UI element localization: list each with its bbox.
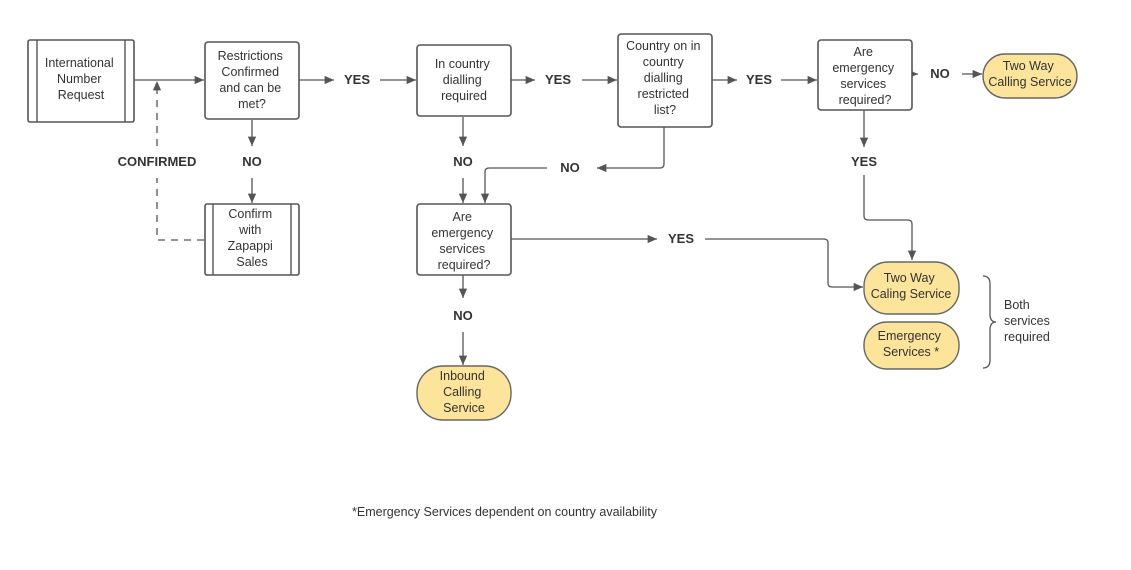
terminal-emergency-services: Emergency Services * bbox=[863, 321, 960, 370]
node-international-request: International Number Request bbox=[27, 39, 135, 123]
svg-text:Country on in country: Country on in country dialling restricte… bbox=[626, 39, 704, 117]
node-text-line: with bbox=[238, 223, 261, 237]
label-confirmed: CONFIRMED bbox=[118, 154, 197, 169]
node-text-line: required? bbox=[839, 93, 892, 107]
label-no-in-country: NO bbox=[453, 154, 473, 169]
edge-no-to-emergency-mid-2 bbox=[480, 167, 547, 203]
brace-icon bbox=[982, 275, 997, 369]
label-yes-3: YES bbox=[746, 72, 772, 87]
node-text-line: required bbox=[441, 89, 487, 103]
node-text-line: Sales bbox=[236, 255, 267, 269]
node-text-line: and can be bbox=[219, 81, 281, 95]
node-text-line: Calling bbox=[443, 385, 481, 399]
node-text-line: services bbox=[840, 77, 886, 91]
node-emergency-mid: Are emergency services required? bbox=[416, 203, 512, 276]
node-text-line: dialling bbox=[443, 73, 482, 87]
label-no-top-right: NO bbox=[930, 66, 950, 81]
node-text-line: Services * bbox=[883, 345, 939, 359]
node-text-line: country bbox=[643, 55, 685, 69]
edge-yes-to-two-way-bottom bbox=[863, 175, 917, 260]
label-yes-2: YES bbox=[545, 72, 571, 87]
brace-note-line: services bbox=[1004, 314, 1050, 328]
node-text-line: Caling Service bbox=[871, 287, 952, 301]
svg-text:Two Way Calling Service: Two Way Calling Service bbox=[988, 59, 1071, 89]
label-yes-emergency-top: YES bbox=[851, 154, 877, 169]
svg-text:Emergency Services *: Emergency Services * bbox=[878, 329, 945, 359]
node-text-line: Request bbox=[58, 88, 105, 102]
node-text-line: Number bbox=[57, 72, 101, 86]
node-text-line: dialling bbox=[644, 71, 683, 85]
node-text-line: International bbox=[45, 56, 114, 70]
node-text-line: met? bbox=[238, 97, 266, 111]
node-text-line: Are bbox=[453, 210, 473, 224]
terminal-two-way-top: Two Way Calling Service bbox=[982, 53, 1078, 99]
edge-confirm-back-dashed bbox=[156, 178, 204, 241]
svg-text:Confirm with Zapap: Confirm with Zapappi Sales bbox=[228, 207, 277, 269]
node-restricted-list: Country on in country dialling restricte… bbox=[617, 33, 713, 128]
brace-note-line: Both bbox=[1004, 298, 1030, 312]
terminal-inbound-calling: Inbound Calling Service bbox=[416, 365, 512, 421]
node-text-line: Zapappi bbox=[228, 239, 273, 253]
node-text-line: Inbound bbox=[440, 369, 485, 383]
label-yes-1: YES bbox=[344, 72, 370, 87]
footnote: *Emergency Services dependent on country… bbox=[352, 505, 658, 519]
node-text-line: Are bbox=[854, 45, 874, 59]
brace-note: Both services required bbox=[1004, 298, 1053, 344]
node-text-line: In country bbox=[435, 57, 491, 71]
node-text-line: Two Way bbox=[884, 271, 936, 285]
node-confirm-sales: Confirm with Zapappi Sales bbox=[204, 203, 300, 276]
svg-text:Are emergency serv: Are emergency services required? bbox=[832, 45, 897, 107]
svg-text:Are emergency serv: Are emergency services required? bbox=[431, 210, 496, 272]
node-text-line: Country on in bbox=[626, 39, 700, 53]
node-text-line: Service bbox=[443, 401, 485, 415]
node-text-line: Restrictions bbox=[218, 49, 283, 63]
node-restrictions-confirmed: Restrictions Confirmed and can be met? bbox=[204, 41, 300, 120]
svg-text:Inbound Calling Se: Inbound Calling Service bbox=[440, 369, 489, 415]
node-emergency-top: Are emergency services required? bbox=[817, 39, 913, 111]
label-no-emergency-mid: NO bbox=[453, 308, 473, 323]
svg-text:In country dialling: In country dialling required bbox=[435, 57, 493, 103]
label-no-restricted: NO bbox=[560, 160, 580, 175]
node-text-line: emergency bbox=[832, 61, 895, 75]
node-text-line: Calling Service bbox=[988, 75, 1071, 89]
node-text-line: list? bbox=[654, 103, 676, 117]
node-text-line: Confirmed bbox=[221, 65, 279, 79]
edges bbox=[134, 69, 982, 365]
node-text-line: Two Way bbox=[1003, 59, 1055, 73]
svg-text:Restrictions Confirmed: Restrictions Confirmed and can be met? bbox=[218, 49, 287, 111]
node-text-line: Confirm bbox=[228, 207, 272, 221]
edge-labels: YES YES YES NO YES NO CONFIRMED NO NO YE… bbox=[118, 66, 950, 323]
node-in-country-dialling: In country dialling required bbox=[416, 44, 512, 117]
terminal-two-way-bottom: Two Way Caling Service bbox=[863, 261, 960, 315]
brace-note-line: required bbox=[1004, 330, 1050, 344]
svg-text:International Number: International Number Request bbox=[45, 56, 117, 102]
label-no-restrictions: NO bbox=[242, 154, 262, 169]
node-text-line: Emergency bbox=[878, 329, 942, 343]
node-text-line: restricted bbox=[638, 87, 689, 101]
node-text-line: emergency bbox=[431, 226, 494, 240]
label-yes-emergency-mid: YES bbox=[668, 231, 694, 246]
node-text-line: services bbox=[439, 242, 485, 256]
edge-restricted-to-no bbox=[597, 127, 665, 173]
edge-yes-to-two-way-bottom-2 bbox=[705, 238, 863, 292]
node-text-line: required? bbox=[438, 258, 491, 272]
svg-text:Two Way Caling Service: Two Way Caling Service bbox=[871, 271, 952, 301]
